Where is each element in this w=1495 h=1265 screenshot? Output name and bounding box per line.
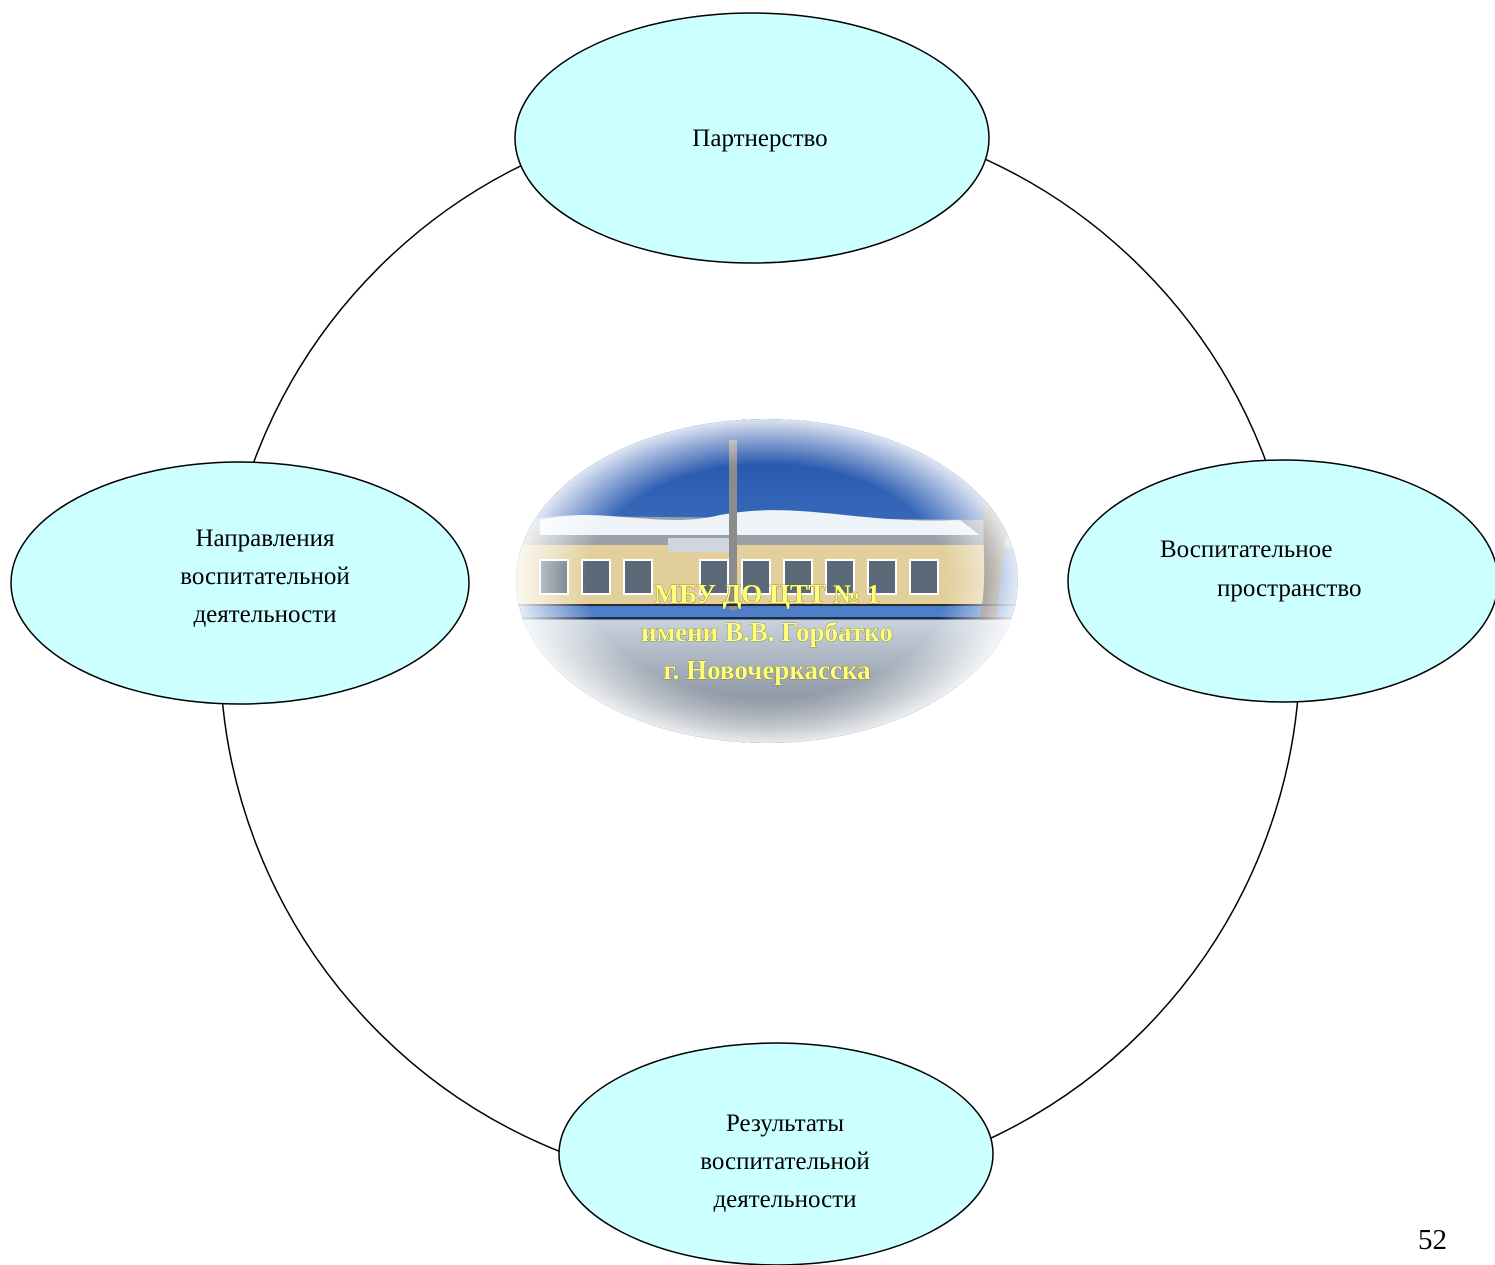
node-educational-space-line-1: Воспитательное — [1160, 536, 1333, 563]
center-title: МБУ ДО ЦТТ № 1 имени В.В. Горбатко г. Но… — [641, 579, 893, 686]
node-results-line-1: Результаты — [726, 1110, 844, 1137]
node-partnership-label: Партнерство — [692, 125, 827, 152]
page-number: 52 — [1418, 1224, 1447, 1256]
center-line-1: МБУ ДО ЦТТ № 1 — [654, 579, 880, 609]
node-educational-space: Воспитательное пространство — [1067, 459, 1495, 703]
node-directions: Направления воспитательной деятельности — [10, 461, 470, 705]
center-photo — [516, 419, 1018, 743]
node-directions-line-3: деятельности — [193, 601, 336, 628]
center-line-2: имени В.В. Горбатко — [641, 617, 893, 647]
node-directions-line-2: воспитательной — [180, 563, 349, 590]
node-results-line-2: воспитательной — [700, 1148, 869, 1175]
center-line-3: г. Новочеркасска — [663, 655, 871, 685]
node-educational-space-line-2: пространство — [1217, 575, 1361, 602]
node-partnership: Партнерство — [514, 12, 990, 264]
node-results-line-3: деятельности — [713, 1186, 856, 1213]
node-directions-line-1: Направления — [195, 525, 335, 552]
node-results: Результаты воспитательной деятельности — [558, 1042, 994, 1265]
